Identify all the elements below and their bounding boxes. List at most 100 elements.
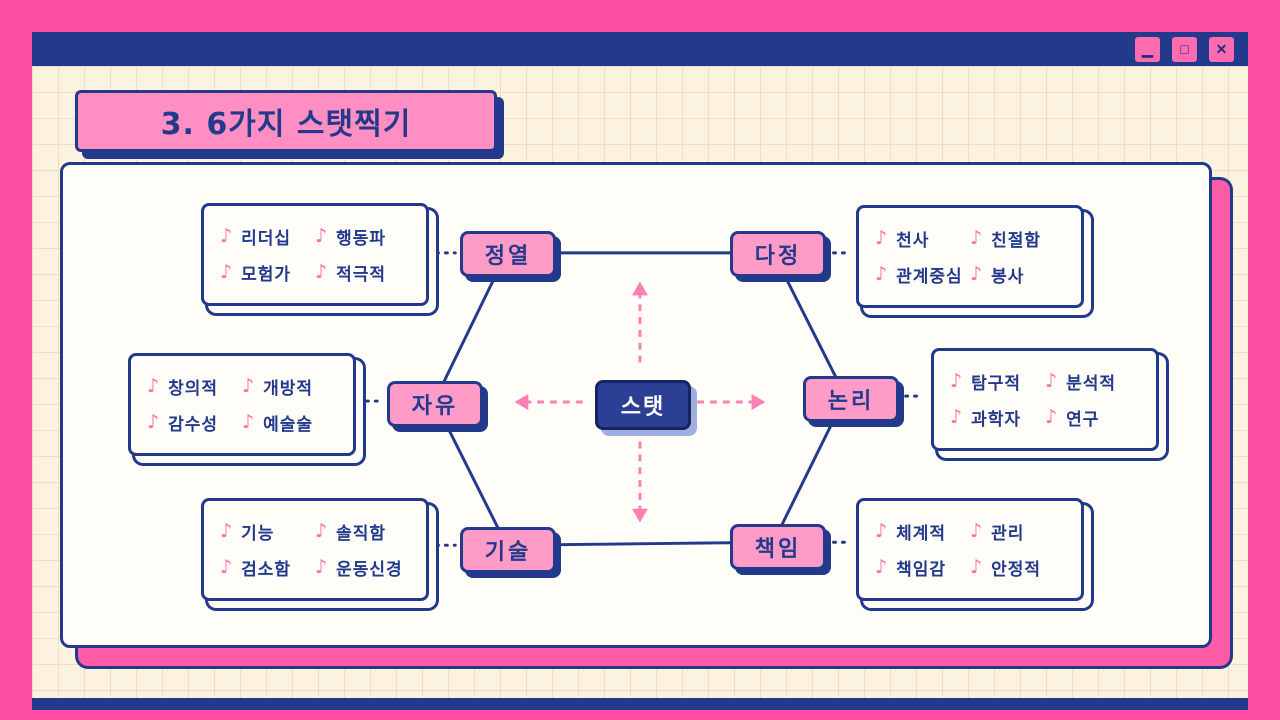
music-note-icon: ♪	[970, 227, 983, 250]
trait-item: ♪ 행동파	[315, 224, 410, 250]
trait-card-passion: ♪ 리더십 ♪ 행동파 ♪ 모험가 ♪ 적극적	[201, 203, 429, 306]
node-logic: 논리	[803, 376, 899, 422]
music-note-icon: ♪	[147, 410, 160, 433]
trait-card-skill: ♪ 기능 ♪ 솔직함 ♪ 검소함 ♪ 운동신경	[201, 498, 429, 601]
trait-item: ♪ 적극적	[315, 260, 410, 285]
trait-item: ♪ 운동신경	[315, 555, 410, 580]
trait-item: ♪ 친절함	[970, 226, 1065, 252]
trait-label: 검소함	[241, 559, 292, 580]
trait-label: 감수성	[168, 414, 219, 435]
node-label: 논리	[827, 389, 875, 414]
trait-item: ♪ 연구	[1045, 405, 1140, 430]
diagram-panel: 스탯 정열 다정 자유 논리 기술 책임	[60, 162, 1212, 648]
slide-title: 3. 6가지 스탯찍기	[160, 107, 412, 142]
trait-item: ♪ 분석적	[1045, 369, 1140, 395]
node-label: 책임	[754, 537, 802, 562]
music-note-icon: ♪	[242, 375, 255, 398]
trait-label: 개방적	[263, 379, 314, 400]
trait-label: 과학자	[971, 409, 1022, 430]
music-note-icon: ♪	[875, 520, 888, 543]
trait-label: 친절함	[991, 231, 1042, 252]
trait-item: ♪ 예술술	[242, 410, 337, 435]
music-note-icon: ♪	[315, 225, 328, 248]
music-note-icon: ♪	[1045, 405, 1058, 428]
trait-label: 봉사	[991, 266, 1025, 287]
trait-item: ♪ 리더십	[220, 224, 315, 250]
node-affection: 다정	[730, 231, 826, 277]
center-arrowheads	[514, 281, 766, 523]
minimize-button[interactable]: ▁	[1135, 36, 1160, 62]
music-note-icon: ♪	[242, 410, 255, 433]
trait-label: 운동신경	[336, 559, 403, 580]
trait-item: ♪ 탐구적	[950, 369, 1045, 395]
trait-label: 체계적	[896, 524, 947, 545]
node-passion: 정열	[460, 231, 556, 277]
maximize-button[interactable]: □	[1172, 36, 1197, 62]
music-note-icon: ♪	[950, 370, 963, 393]
trait-card-affection: ♪ 천사 ♪ 친절함 ♪ 관계중심 ♪ 봉사	[856, 205, 1084, 308]
trait-item: ♪ 천사	[875, 226, 970, 252]
trait-card-freedom: ♪ 창의적 ♪ 개방적 ♪ 감수성 ♪ 예술술	[128, 353, 356, 456]
music-note-icon: ♪	[875, 227, 888, 250]
trait-item: ♪ 개방적	[242, 374, 337, 400]
music-note-icon: ♪	[1045, 370, 1058, 393]
node-label: 기술	[484, 540, 532, 565]
maximize-icon: □	[1180, 41, 1189, 57]
trait-item: ♪ 안정적	[970, 555, 1065, 580]
trait-item: ♪ 관리	[970, 519, 1065, 545]
music-note-icon: ♪	[220, 260, 233, 283]
close-button[interactable]: ✕	[1209, 36, 1234, 62]
node-responsibility: 책임	[730, 524, 826, 570]
trait-label: 모험가	[241, 264, 292, 285]
trait-label: 리더십	[241, 229, 292, 250]
trait-item: ♪ 책임감	[875, 555, 970, 580]
title-bar: ▁ □ ✕	[32, 32, 1248, 66]
trait-label: 분석적	[1066, 374, 1117, 395]
node-label: 정열	[484, 244, 532, 269]
trait-item: ♪ 과학자	[950, 405, 1045, 430]
center-stat-box: 스탯	[595, 380, 691, 430]
trait-label: 행동파	[336, 229, 387, 250]
trait-item: ♪ 창의적	[147, 374, 242, 400]
music-note-icon: ♪	[875, 555, 888, 578]
trait-card-logic: ♪ 탐구적 ♪ 분석적 ♪ 과학자 ♪ 연구	[931, 348, 1159, 451]
trait-item: ♪ 모험가	[220, 260, 315, 285]
music-note-icon: ♪	[315, 520, 328, 543]
music-note-icon: ♪	[970, 520, 983, 543]
trait-label: 솔직함	[336, 524, 387, 545]
trait-label: 탐구적	[971, 374, 1022, 395]
music-note-icon: ♪	[950, 405, 963, 428]
trait-label: 관리	[991, 524, 1025, 545]
music-note-icon: ♪	[970, 555, 983, 578]
music-note-icon: ♪	[220, 555, 233, 578]
close-icon: ✕	[1215, 41, 1228, 57]
trait-label: 책임감	[896, 559, 947, 580]
node-label: 자유	[411, 394, 459, 419]
node-label: 다정	[754, 244, 802, 269]
music-note-icon: ♪	[970, 262, 983, 285]
trait-label: 기능	[241, 524, 275, 545]
trait-label: 적극적	[336, 264, 387, 285]
node-freedom: 자유	[387, 381, 483, 427]
trait-label: 관계중심	[896, 266, 963, 287]
trait-label: 안정적	[991, 559, 1042, 580]
trait-label: 천사	[896, 231, 930, 252]
trait-item: ♪ 봉사	[970, 262, 1065, 287]
trait-item: ♪ 검소함	[220, 555, 315, 580]
trait-card-responsibility: ♪ 체계적 ♪ 관리 ♪ 책임감 ♪ 안정적	[856, 498, 1084, 601]
minimize-icon: ▁	[1142, 41, 1153, 57]
trait-label: 창의적	[168, 379, 219, 400]
slide-title-box: 3. 6가지 스탯찍기	[75, 90, 497, 152]
music-note-icon: ♪	[220, 520, 233, 543]
music-note-icon: ♪	[220, 225, 233, 248]
music-note-icon: ♪	[875, 262, 888, 285]
connector-dotted-lines	[356, 251, 924, 547]
slide-content: 3. 6가지 스탯찍기	[32, 66, 1248, 698]
trait-item: ♪ 솔직함	[315, 519, 410, 545]
app-window: ▁ □ ✕ 3. 6가지 스탯찍기	[32, 32, 1248, 710]
music-note-icon: ♪	[315, 260, 328, 283]
trait-item: ♪ 관계중심	[875, 262, 970, 287]
trait-item: ♪ 기능	[220, 519, 315, 545]
music-note-icon: ♪	[315, 555, 328, 578]
center-stat-label: 스탯	[620, 395, 666, 420]
